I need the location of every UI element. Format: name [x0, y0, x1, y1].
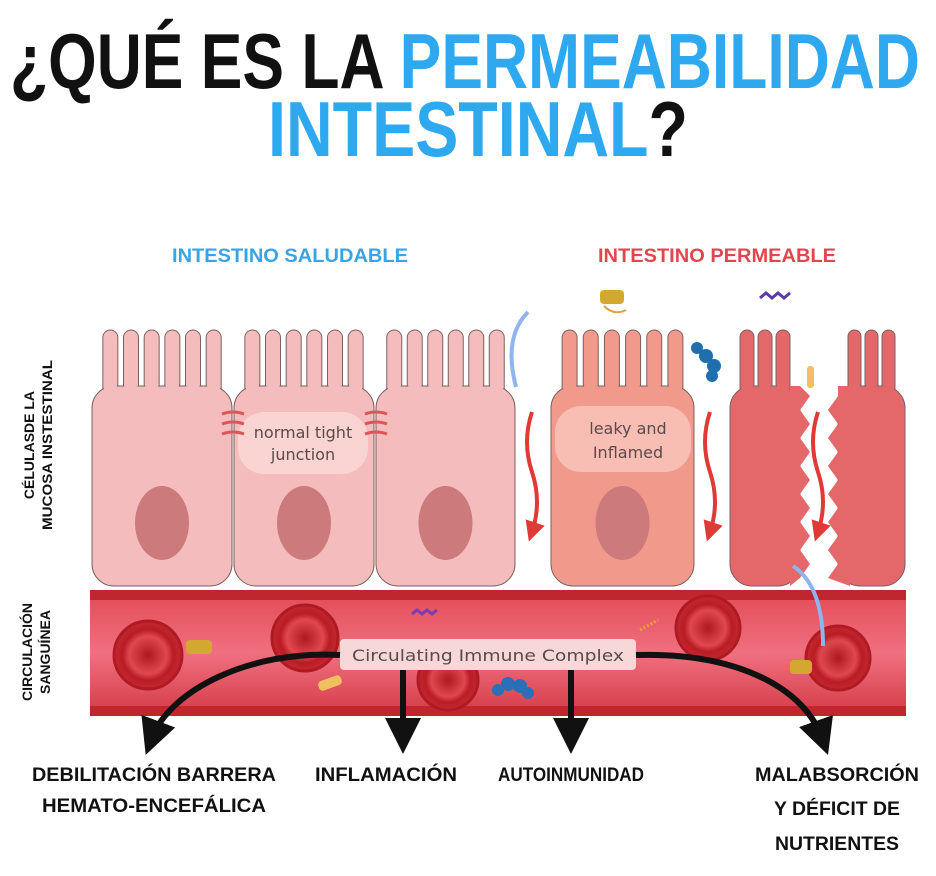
microvillus-base — [266, 380, 280, 394]
microvillus-base — [186, 380, 200, 394]
title-blue-part: INTESTINAL — [268, 85, 649, 173]
normal-junction-label: junction — [270, 445, 335, 464]
microvillus-base — [777, 380, 789, 394]
arrow-icon — [141, 651, 341, 755]
microvillus-base — [866, 380, 877, 394]
microvillus-base — [626, 380, 640, 394]
side-label-line: CIRCULACIÓN — [18, 603, 35, 701]
vessel-wall-bottom — [90, 706, 906, 716]
side-label-line: MUCOSA INSTESTINAL — [39, 360, 55, 530]
cell-nucleus — [277, 486, 331, 560]
title-black-part: ¿QUÉ ES LA — [10, 17, 400, 105]
microvillus-base — [759, 380, 771, 394]
cell-body — [729, 385, 801, 587]
microvillus-base — [668, 380, 682, 394]
microvillus-base — [287, 380, 301, 394]
immune-complex-box — [340, 639, 636, 670]
protein-cluster-icon — [691, 342, 721, 382]
section-heading-healthy: INTESTINO SALUDABLE — [172, 246, 408, 267]
microvillus-base — [647, 380, 661, 394]
title-blue-part: PERMEABILIDAD — [400, 17, 920, 105]
page-title-line1: ¿QUÉ ES LA PERMEABILIDAD — [10, 17, 920, 105]
microvillus-base — [103, 380, 117, 394]
leak-arrow-icon — [703, 411, 723, 542]
outcome-label-bbb: HEMATO-ENCEFÁLICA — [42, 795, 266, 817]
leak-arrow-icon — [525, 411, 545, 542]
side-label-mucosa: CÉLULASDE LA MUCOSA INSTESTINAL — [21, 360, 55, 530]
red-blood-cell — [270, 603, 340, 673]
microvillus-base — [849, 380, 860, 394]
section-heading-leaky: INTESTINO PERMEABLE — [598, 246, 836, 267]
microvillus-base — [207, 380, 221, 394]
cell-nucleus — [135, 486, 189, 560]
bacteria-icon — [791, 564, 825, 647]
microbe-icon — [759, 291, 791, 300]
toxin-icon — [639, 618, 659, 632]
vessel-wall-top — [90, 590, 906, 600]
epithelial-cells — [91, 329, 906, 587]
red-blood-cells — [112, 594, 872, 712]
toxin-icon — [790, 660, 812, 674]
leak-arrow-icon — [811, 411, 831, 542]
broken-cell — [837, 329, 906, 587]
microvillus-base — [883, 380, 894, 394]
toxin-icon — [600, 290, 627, 314]
microvillus-base — [165, 380, 179, 394]
leaky-label: Inflamed — [593, 443, 663, 462]
microvillus-base — [145, 380, 159, 394]
microvillus-base — [449, 380, 463, 394]
microvillus-base — [328, 380, 342, 394]
broken-cell — [729, 329, 801, 587]
outcome-label-malabsorption: MALABSORCIÓN — [755, 764, 919, 786]
normal-junction-label-bg — [238, 412, 368, 474]
broken-junction-edge — [828, 386, 850, 586]
leaky-label-bg — [555, 406, 691, 472]
microvillus-base — [490, 380, 504, 394]
microvillus-base — [469, 380, 483, 394]
protein-cluster-icon — [492, 677, 534, 699]
bacteria-icon — [509, 310, 530, 388]
microvillus-base — [741, 380, 753, 394]
microvillus-base — [124, 380, 138, 394]
leaky-label: leaky and — [589, 419, 666, 438]
healthy-cell — [91, 329, 233, 587]
outcome-label-inflammation: INFLAMACIÓN — [315, 764, 457, 786]
microvillus-base — [563, 380, 577, 394]
arrow-icon — [635, 651, 833, 755]
red-blood-cell — [112, 619, 184, 691]
bacteria-icon — [807, 366, 814, 388]
outcome-arrows — [141, 651, 833, 755]
side-label-line: CÉLULASDE LA — [21, 391, 37, 499]
cell-nucleus — [418, 486, 473, 560]
page-title-line2: INTESTINAL? — [268, 85, 688, 173]
bacteria-icon — [318, 675, 342, 691]
outcome-label-autoimmunity: AUTOINMUNIDAD — [498, 765, 644, 786]
title-question-mark: ? — [649, 85, 688, 173]
side-label-blood: CIRCULACIÓN SANGUÍNEA — [18, 603, 53, 701]
microvillus-base — [605, 380, 619, 394]
normal-junction-label: normal tight — [254, 423, 352, 442]
microvillus-base — [408, 380, 422, 394]
immune-complex-label: Circulating Immune Complex — [352, 646, 624, 665]
outcome-label-bbb: DEBILITACIÓN BARRERA — [32, 764, 276, 786]
tight-junction-icon — [221, 410, 388, 436]
microvillus-base — [584, 380, 598, 394]
broken-junction-edge — [790, 386, 810, 586]
leak-arrow-icons — [525, 411, 831, 542]
microvillus-base — [387, 380, 401, 394]
red-blood-cell — [674, 594, 742, 662]
toxin-icon — [186, 640, 212, 654]
microvillus-base — [307, 380, 321, 394]
healthy-cell — [375, 329, 516, 587]
microbe-icon — [411, 608, 438, 616]
microvillus-base — [245, 380, 259, 394]
microvillus-base — [428, 380, 442, 394]
red-blood-cell — [804, 624, 872, 692]
outcome-label-malabsorption: NUTRIENTES — [775, 834, 899, 855]
microvillus-base — [349, 380, 363, 394]
cell-nucleus — [595, 486, 650, 560]
side-label-line: SANGUÍNEA — [37, 610, 53, 694]
outcome-label-malabsorption: Y DÉFICIT DE — [774, 798, 900, 820]
